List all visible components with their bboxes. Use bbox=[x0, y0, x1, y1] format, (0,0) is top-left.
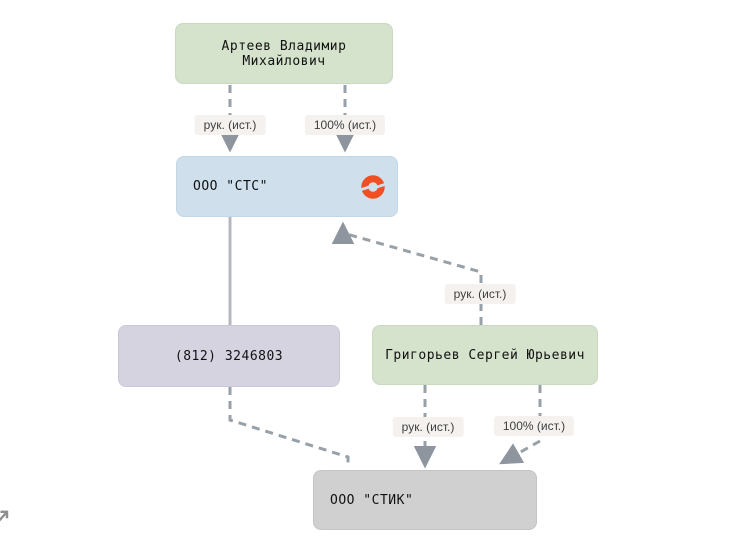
node-phone-number[interactable]: (812) 3246803 bbox=[118, 325, 340, 387]
node-person-arteev[interactable]: Артеев Владимир Михайлович bbox=[175, 23, 393, 84]
edge-grigoryev-sts-role bbox=[331, 221, 483, 325]
edge-label-role: рук. (ист.) bbox=[444, 284, 516, 304]
edge-label-role: рук. (ист.) bbox=[194, 115, 266, 135]
node-company-sts[interactable]: ООО "СТС" bbox=[176, 156, 398, 217]
node-company-stik[interactable]: ООО "СТИК" bbox=[313, 470, 537, 530]
node-person-grigoryev[interactable]: Григорьев Сергей Юрьевич bbox=[372, 325, 598, 385]
edge-label-role: рук. (ист.) bbox=[392, 417, 464, 437]
focus-ring-icon[interactable] bbox=[361, 174, 385, 199]
node-label: Григорьев Сергей Юрьевич bbox=[385, 347, 585, 363]
expand-icon[interactable] bbox=[0, 509, 11, 533]
edge-label-share: 100% (ист.) bbox=[304, 115, 386, 135]
node-label: (812) 3246803 bbox=[174, 348, 284, 364]
node-label: Артеев Владимир Михайлович bbox=[221, 38, 347, 69]
node-label: ООО "СТС" bbox=[193, 179, 268, 194]
edge-grigoryev-stik-share bbox=[499, 385, 542, 465]
edge-label-share: 100% (ист.) bbox=[493, 416, 575, 436]
node-label: ООО "СТИК" bbox=[330, 492, 414, 508]
edge-phone-stik bbox=[228, 387, 350, 468]
